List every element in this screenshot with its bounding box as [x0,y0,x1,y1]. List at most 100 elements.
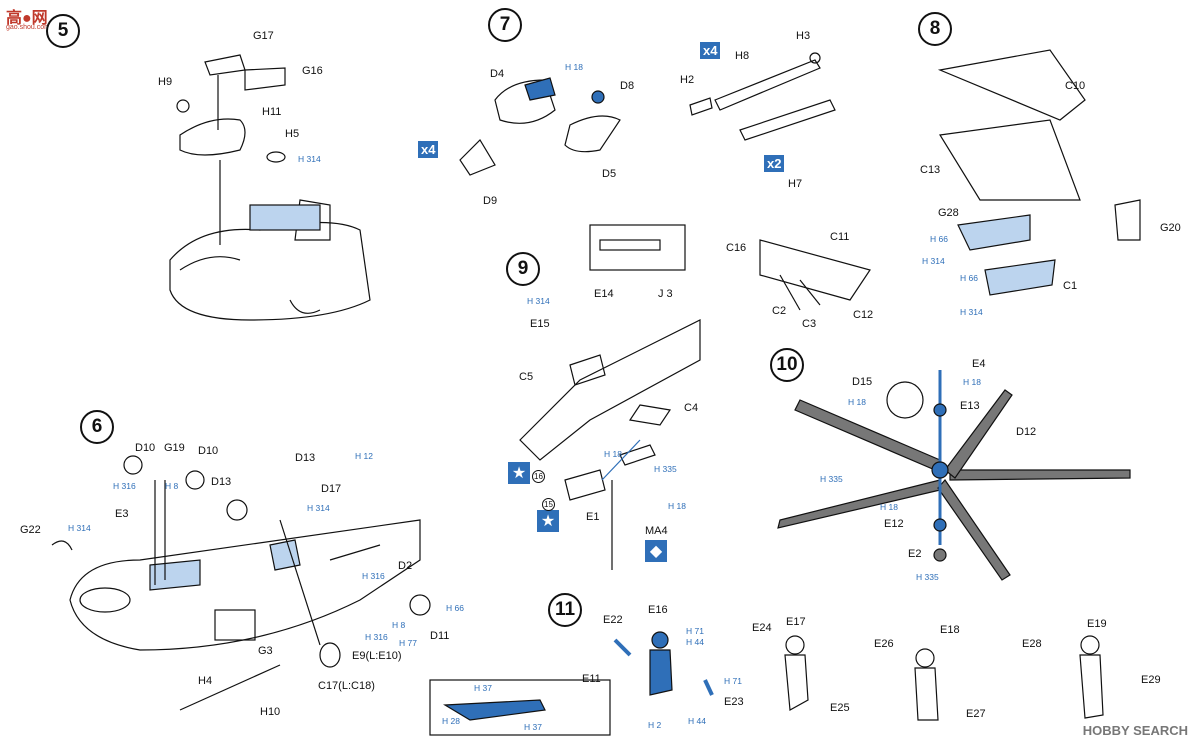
part-label: E2 [908,548,922,560]
part-label: G20 [1160,222,1181,234]
step-10-number: 10 [770,348,804,382]
part-label: E18 [940,624,960,636]
paint-code: H 314 [960,307,983,317]
part-label: H9 [158,76,173,88]
paint-code: H 44 [688,716,706,726]
paint-code: H 37 [524,722,542,732]
part-label: E12 [884,518,904,530]
paint-code: H 18 [880,502,898,512]
part-label: H11 [262,106,282,118]
part-label: D13 [211,476,232,488]
paint-code: H 314 [527,296,550,306]
part-label: G17 [253,30,274,42]
part-label: E1 [586,511,600,523]
part-label: H3 [796,30,811,42]
paint-code: H 18 [604,449,622,459]
paint-code: H 18 [963,377,981,387]
paint-code: H 8 [165,481,179,491]
part-label: E29 [1141,674,1161,686]
part-label: D10 [198,445,219,457]
part-label: C4 [684,402,699,414]
part-label: C17(L:C18) [318,680,375,692]
paint-code: H 316 [365,632,388,642]
paint-code: H 77 [399,638,417,648]
paint-code: H 66 [960,273,978,283]
part-label: J 3 [658,288,673,300]
part-label: G22 [20,524,41,536]
part-label: E24 [752,622,772,634]
part-label: E25 [830,702,850,714]
reference-number: 15 [542,498,555,511]
site-logo: 高●网 [6,10,48,27]
part-label: D11 [430,630,450,642]
part-label: E26 [874,638,894,650]
part-label: C3 [802,318,817,330]
step-8-number: 8 [918,12,952,46]
part-label: D17 [321,483,342,495]
part-label: E16 [648,604,668,616]
step-6-number: 6 [80,410,114,444]
part-label: C5 [519,371,534,383]
part-label: E11 [582,673,601,685]
part-label: E3 [115,508,129,520]
step-7-number: 7 [488,8,522,42]
part-label: C10 [1065,80,1086,92]
paint-code: H 314 [298,154,321,164]
paint-code: H 335 [916,572,939,582]
part-label: E28 [1022,638,1042,650]
part-label: H8 [735,50,750,62]
part-label: D9 [483,195,498,207]
part-label: G19 [164,442,185,454]
part-label: D13 [295,452,316,464]
part-label: H7 [788,178,803,190]
paint-code: H 71 [724,676,742,686]
part-label: E27 [966,708,986,720]
part-label: C2 [772,305,787,317]
part-label: C1 [1063,280,1078,292]
part-label: C12 [853,309,874,321]
paint-code: H 18 [565,62,583,72]
paint-code: H 2 [648,720,662,730]
step-11-number: 11 [548,593,582,627]
paint-code: H 44 [686,637,704,647]
step-5-number: 5 [46,14,80,48]
paint-code: H 314 [68,523,91,533]
paint-code: H 18 [668,501,686,511]
diamond-marker-icon: ◆ [645,540,667,562]
part-label: D15 [852,376,873,388]
part-label: D4 [490,68,505,80]
paint-code: H 335 [820,474,843,484]
part-label: D8 [620,80,635,92]
paint-code: H 12 [355,451,373,461]
paint-code: H 66 [930,234,948,244]
part-label: E17 [786,616,806,628]
part-label: D5 [602,168,617,180]
paint-code: H 28 [442,716,460,726]
part-label: H4 [198,675,213,687]
part-label: C16 [726,242,747,254]
paint-code: H 335 [654,464,677,474]
part-label: E4 [972,358,986,370]
part-label: G16 [302,65,323,77]
paint-code: H 71 [686,626,704,636]
quantity-badge: x4 [418,141,439,158]
part-label: E22 [603,614,623,626]
part-label: H10 [260,706,281,718]
part-label: E13 [960,400,980,412]
part-label: G3 [258,645,273,657]
part-label: E15 [530,318,550,330]
paint-code: H 316 [113,481,136,491]
part-label: D2 [398,560,413,572]
paint-code: H 314 [307,503,330,513]
part-label: C13 [920,164,941,176]
part-label: G28 [938,207,959,219]
brand-watermark: HOBBY SEARCH [1082,723,1188,738]
star-marker-icon: ★ [537,510,559,532]
paint-code: H 37 [474,683,492,693]
paint-code: H 66 [446,603,464,613]
part-label: E23 [724,696,744,708]
paint-code: H 18 [848,397,866,407]
part-label: E14 [594,288,614,300]
